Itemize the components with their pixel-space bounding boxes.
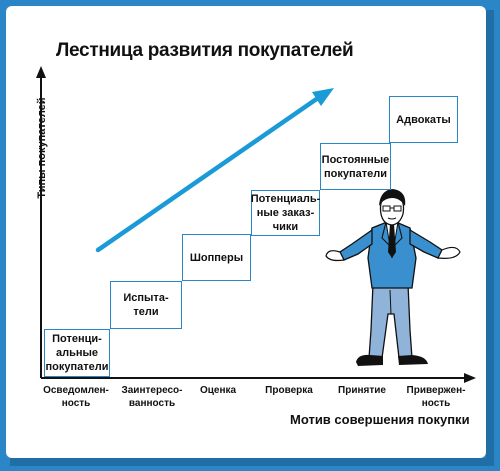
figure-tie <box>388 224 396 258</box>
businessman-figure <box>325 189 461 366</box>
frame-shadow-right <box>486 10 494 462</box>
diagram-title: Лестница развития покупателей <box>56 40 354 61</box>
x-tick-adoption: Принятие <box>338 385 386 396</box>
step-potential-buyers: Потенци- альные покупатели <box>44 329 110 377</box>
x-tick-evaluation: Оценка <box>199 385 237 396</box>
x-tick-trial: Проверка <box>265 385 313 396</box>
step-regular-buyers: Постоянные покупатели <box>320 143 391 190</box>
figure-right-shoe <box>398 355 428 365</box>
figure-hair <box>379 189 406 206</box>
growth-arrowhead <box>312 88 334 106</box>
x-tick-loyalty: Привержен- ность <box>406 385 466 409</box>
y-axis-arrowhead <box>36 66 46 78</box>
step-potential-customers: Потенциаль- ные заказ- чики <box>251 190 320 236</box>
growth-arrow <box>95 95 321 253</box>
figure-trousers <box>368 283 413 359</box>
x-tick-interest: Заинтересо- ванность <box>121 385 183 409</box>
step-shoppers: Шопперы <box>182 234 251 281</box>
step-advocates: Адвокаты <box>389 96 458 143</box>
figure-left-arm <box>339 228 373 261</box>
frame-shadow-bottom <box>10 458 494 466</box>
step-testers: Испыта- тели <box>110 281 182 329</box>
figure-left-shoe <box>356 354 383 366</box>
x-axis-label: Мотив совершения покупки <box>290 412 470 427</box>
x-axis-arrowhead <box>464 373 476 383</box>
x-tick-awareness: Осведомлен- ность <box>43 385 109 409</box>
